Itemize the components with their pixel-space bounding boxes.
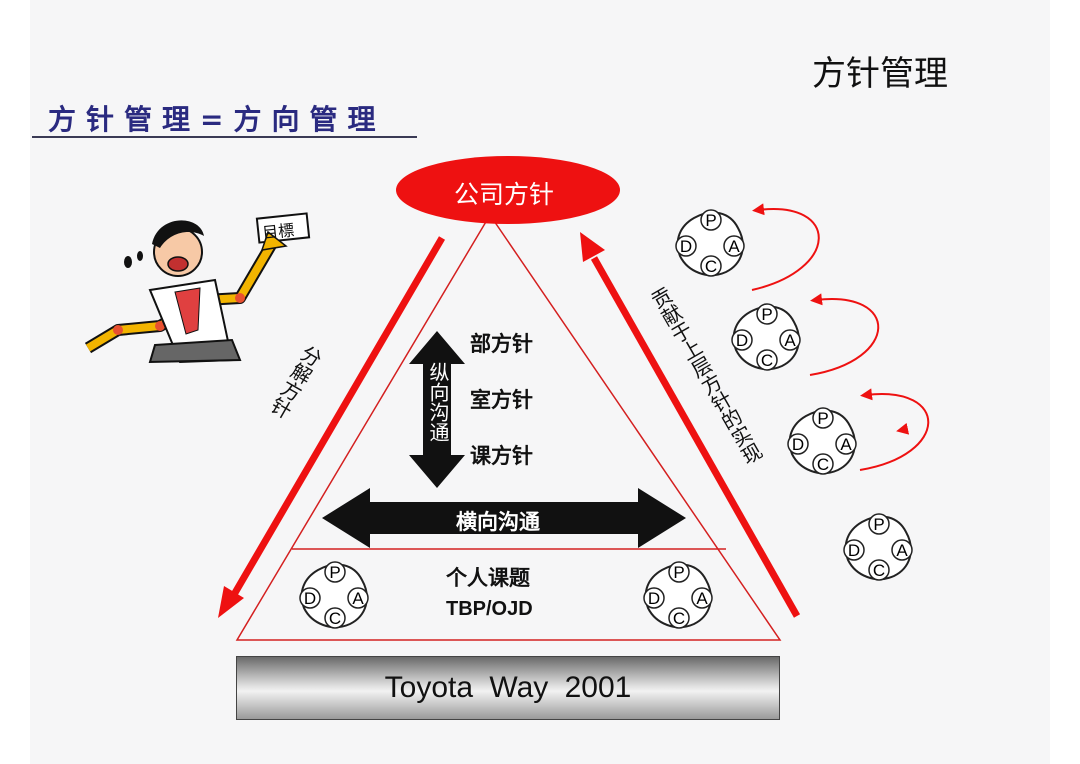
pdca-node-a (891, 539, 913, 561)
pdca-graphic: PD AC (643, 561, 713, 629)
pdca-letter-c: C (761, 351, 773, 370)
page-title: 方针管理 (812, 54, 948, 94)
goal-sign-text: 目標 (261, 220, 296, 243)
personal-topic-sub: TBP/OJD (446, 598, 533, 620)
pdca-letter-d: D (848, 541, 860, 560)
pdca-node-c (812, 453, 834, 475)
pdca-letter-d: D (680, 237, 692, 256)
pdca-spiral-arrows (751, 203, 930, 471)
businessman-clipart (84, 212, 311, 364)
pdca-node-p (756, 303, 778, 325)
pdca-node-d (843, 539, 865, 561)
pdca-node-a (835, 433, 857, 455)
pdca-node-p (700, 209, 722, 231)
pdca-node-c (868, 559, 890, 581)
pdca-letter-d: D (648, 589, 660, 608)
pdca-node-a (723, 235, 745, 257)
pdca-letter-c: C (329, 609, 341, 628)
pdca-letter-a: A (728, 237, 740, 256)
pdca-letter-a: A (696, 589, 708, 608)
vertical-communication-label: 纵向沟通 (426, 362, 450, 442)
pdca-graphic: PD AC (299, 561, 369, 629)
pdca-letter-p: P (873, 515, 884, 534)
pdca-letter-p: P (329, 563, 340, 582)
pdca-letter-c: C (817, 455, 829, 474)
toyota-way-label: Toyota Way 2001 (384, 671, 632, 704)
pdca-letter-a: A (896, 541, 908, 560)
pdca-node-p (812, 407, 834, 429)
breakdown-arrow (218, 236, 446, 618)
pdca-letter-p: P (705, 211, 716, 230)
subtitle: 方针管理=方向管理 (48, 103, 386, 136)
pdca-node-c (756, 349, 778, 371)
horizontal-double-arrow (322, 488, 686, 548)
pdca-graphic: PD AC (787, 407, 857, 475)
company-policy-ellipse (396, 156, 620, 224)
pdca-letter-p: P (817, 409, 828, 428)
pdca-letter-c: C (673, 609, 685, 628)
pdca-graphic: PD AC (731, 303, 801, 371)
pdca-letter-a: A (352, 589, 364, 608)
pdca-node-c (324, 607, 346, 629)
pdca-letter-a: A (840, 435, 852, 454)
pdca-node-d (675, 235, 697, 257)
pdca-node-a (347, 587, 369, 609)
pdca-node-p (868, 513, 890, 535)
section-policy-label: 课方针 (470, 444, 533, 468)
pdca-graphic: PD AC (675, 209, 745, 277)
pdca-letter-p: P (673, 563, 684, 582)
contribution-arrow (580, 232, 801, 618)
pdca-node-a (779, 329, 801, 351)
pdca-node-a (691, 587, 713, 609)
horizontal-communication-label: 横向沟通 (456, 510, 540, 534)
vertical-double-arrow (409, 331, 465, 488)
pdca-node-d (731, 329, 753, 351)
pdca-letter-p: P (761, 305, 772, 324)
pdca-node-d (643, 587, 665, 609)
pdca-letter-c: C (873, 561, 885, 580)
subtitle-underline (32, 136, 417, 138)
pdca-letter-d: D (792, 435, 804, 454)
personal-topic-label: 个人课题 (446, 566, 530, 590)
pdca-letter-d: D (304, 589, 316, 608)
pdca-node-p (324, 561, 346, 583)
pdca-node-p (668, 561, 690, 583)
pdca-node-c (700, 255, 722, 277)
pdca-letter-a: A (784, 331, 796, 350)
pdca-letter-d: D (736, 331, 748, 350)
pdca-node-d (787, 433, 809, 455)
pdca-node-d (299, 587, 321, 609)
office-policy-label: 室方针 (470, 388, 533, 412)
department-policy-label: 部方针 (470, 332, 533, 356)
pdca-graphic: PD AC (843, 513, 913, 581)
pdca-node-c (668, 607, 690, 629)
company-policy-label: 公司方针 (454, 180, 555, 209)
pdca-letter-c: C (705, 257, 717, 276)
toyota-way-base: Toyota Way 2001 (236, 656, 780, 720)
